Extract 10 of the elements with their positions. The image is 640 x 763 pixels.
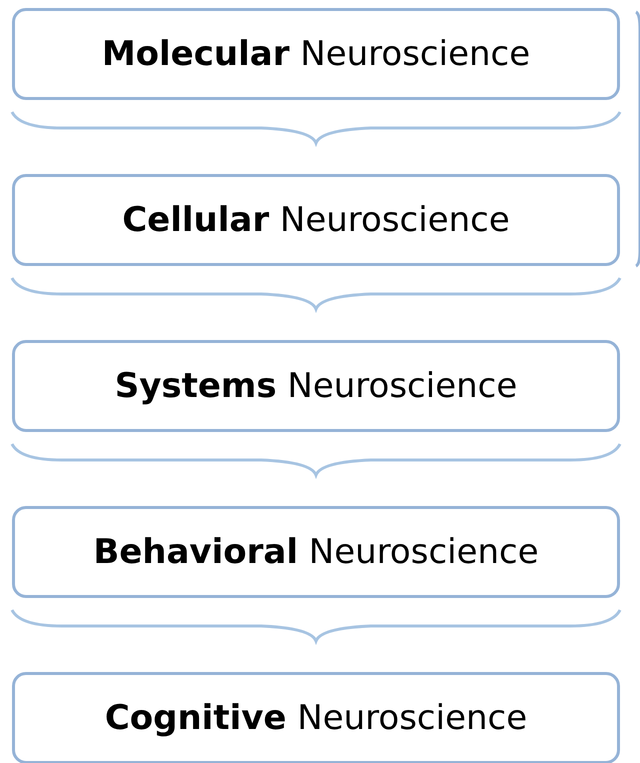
level-label: Behavioral Neuroscience bbox=[93, 532, 539, 572]
level-box bbox=[12, 672, 620, 763]
level-label: Cognitive Neuroscience bbox=[104, 698, 528, 738]
level-box bbox=[12, 8, 620, 100]
level-box bbox=[12, 506, 620, 598]
level-box bbox=[12, 174, 620, 266]
level-box bbox=[12, 340, 620, 432]
level-label: Cellular Neuroscience bbox=[122, 200, 510, 240]
level-label: Systems Neuroscience bbox=[114, 366, 518, 406]
level-label: Molecular Neuroscience bbox=[102, 34, 530, 74]
